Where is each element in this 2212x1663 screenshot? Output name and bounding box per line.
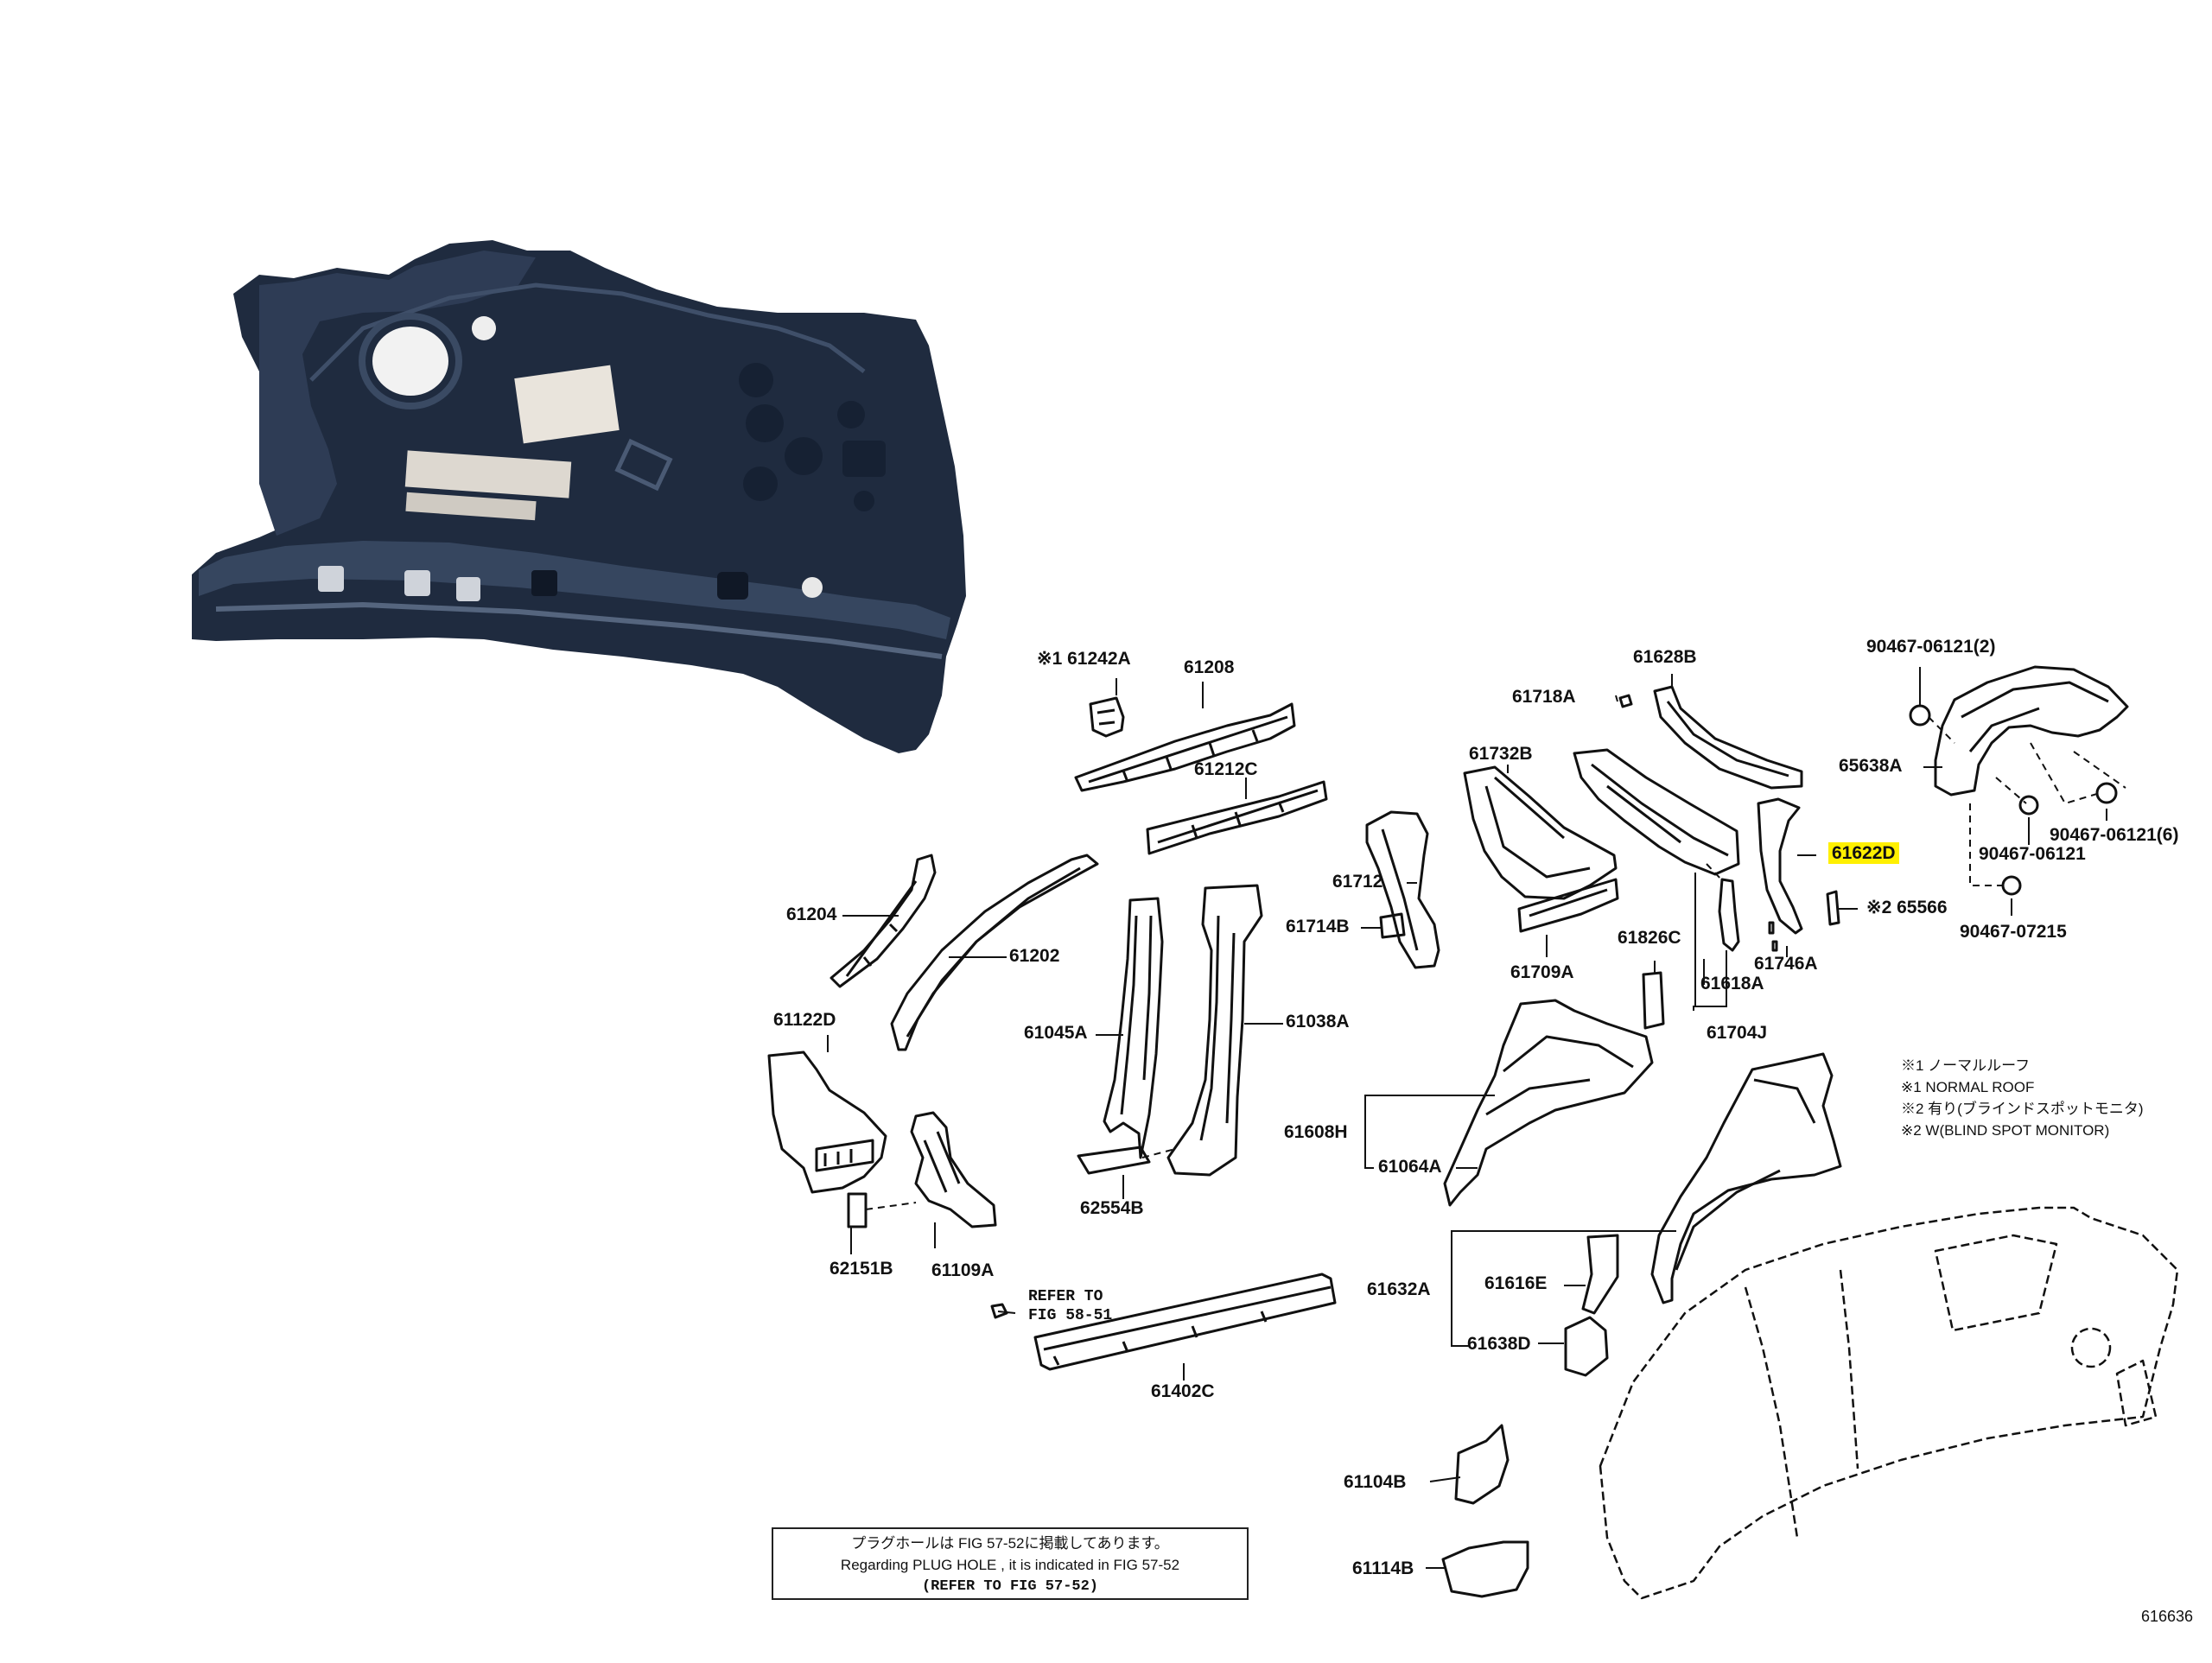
label-90467-07215: 90467-07215 (1960, 922, 2067, 942)
label-90467-06121-2: 90467-06121(2) (1866, 637, 1996, 657)
label-61109a: 61109A (931, 1260, 995, 1280)
label-90467-06121: 90467-06121 (1979, 844, 2086, 864)
label-61064a: 61064A (1378, 1157, 1442, 1177)
label-65566: ※2 65566 (1866, 898, 1948, 917)
label-61242a: ※1 61242A (1037, 649, 1131, 669)
label-61714b: 61714B (1286, 917, 1350, 936)
label-62554b: 62554B (1080, 1198, 1144, 1218)
label-61202: 61202 (1009, 946, 1060, 966)
label-61628b: 61628B (1633, 647, 1697, 667)
refer-to-line-1: REFER TO (1028, 1288, 1103, 1305)
label-61746a: 61746A (1754, 954, 1818, 974)
label-61618a: 61618A (1700, 974, 1764, 993)
label-62151b: 62151B (830, 1259, 893, 1279)
label-61712: 61712 (1332, 872, 1383, 892)
plug-hole-line-en: Regarding PLUG HOLE , it is indicated in… (840, 1557, 1180, 1573)
part-drawings (767, 665, 2179, 1600)
label-61709a: 61709A (1510, 962, 1574, 982)
note-2-jp: ※2 有り(ブラインドスポットモニタ) (1901, 1101, 2144, 1117)
label-61104b: 61104B (1344, 1472, 1407, 1492)
label-61212c: 61212C (1194, 759, 1258, 779)
figure-code: 616636 (2141, 1608, 2194, 1625)
note-1-en: ※1 NORMAL ROOF (1901, 1079, 2035, 1095)
dashed-leaders (865, 716, 2126, 1210)
label-61638d: 61638D (1467, 1334, 1531, 1354)
label-61038a: 61038A (1286, 1012, 1350, 1031)
label-61732b: 61732B (1469, 744, 1533, 764)
label-61718a: 61718A (1512, 687, 1576, 707)
label-61632a: 61632A (1367, 1279, 1431, 1299)
plug-hole-note-box: プラグホールは FIG 57-52に掲載してあります。 Regarding PL… (772, 1527, 1249, 1600)
label-61402c: 61402C (1151, 1381, 1215, 1401)
label-61045a: 61045A (1024, 1023, 1088, 1043)
label-61622d-highlighted: 61622D (1828, 842, 1899, 864)
note-1-jp: ※1 ノーマルルーフ (1901, 1057, 2031, 1074)
plug-hole-line-jp: プラグホールは FIG 57-52に掲載してあります。 (851, 1535, 1169, 1552)
refer-to-line-2: FIG 58-51 (1028, 1307, 1113, 1324)
label-65638a: 65638A (1839, 756, 1903, 776)
label-61208: 61208 (1184, 657, 1235, 677)
product-photo (192, 240, 966, 753)
note-2-en: ※2 W(BLIND SPOT MONITOR) (1901, 1122, 2110, 1139)
plug-hole-line-refer: (REFER TO FIG 57-52) (921, 1578, 1099, 1595)
label-61114b: 61114B (1352, 1558, 1414, 1578)
label-61608h: 61608H (1284, 1122, 1348, 1142)
leader-lines (827, 667, 2107, 1569)
label-90467-06121-6: 90467-06121(6) (2050, 825, 2179, 845)
label-61616e: 61616E (1484, 1273, 1548, 1293)
label-61204: 61204 (786, 904, 837, 924)
label-61122d: 61122D (773, 1010, 836, 1030)
label-61826c: 61826C (1618, 928, 1681, 948)
label-61704j: 61704J (1707, 1023, 1768, 1043)
